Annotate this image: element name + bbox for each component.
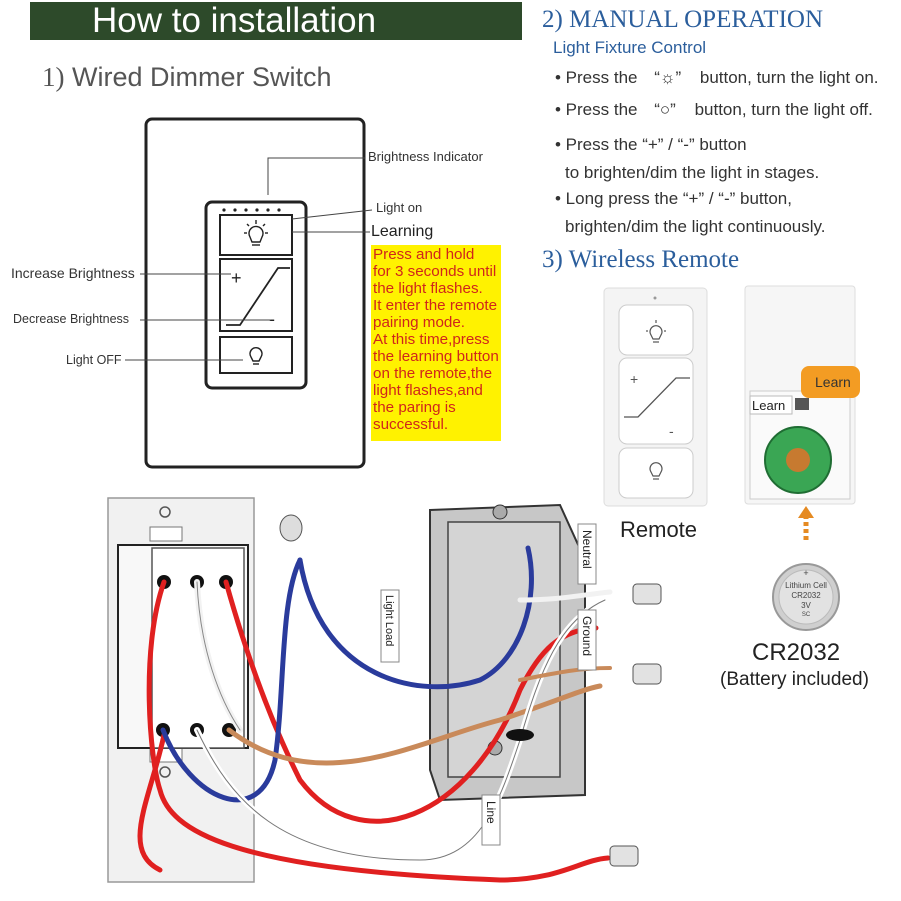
dimmer-rocker[interactable] xyxy=(219,258,293,332)
red-wire-load xyxy=(223,579,599,824)
note-line: At this time,press xyxy=(373,331,490,348)
light-on-icon xyxy=(244,220,268,246)
remote-minus: - xyxy=(669,423,674,439)
switch-leader-lines xyxy=(125,157,373,361)
dimmer-ramp-icon xyxy=(226,267,290,326)
note-line: successful. xyxy=(373,416,449,433)
bullet-text: • Press the xyxy=(555,68,638,87)
remote-caption: Remote xyxy=(620,517,697,542)
learning-note: Press and hold for 3 seconds until the l… xyxy=(371,245,501,441)
ground-wire xyxy=(226,683,603,766)
brightness-indicator-dots xyxy=(222,208,281,212)
bullet-light-off: • Press the “○” button, turn the light o… xyxy=(555,100,873,120)
remote-off-button[interactable] xyxy=(618,447,694,499)
bullet-text: button, turn the light on. xyxy=(699,68,879,87)
note-line: on the remote,the xyxy=(373,365,493,382)
note-line: It enter the remote xyxy=(373,297,498,314)
cell-text-3: 3V xyxy=(801,601,811,610)
note-line: the paring is xyxy=(373,399,456,416)
cell-text-2: CR2032 xyxy=(791,591,821,600)
coin-cell-face xyxy=(778,569,834,625)
decrease-brightness-label: Decrease Brightness xyxy=(13,312,129,326)
section2-subtitle: Light Fixture Control xyxy=(553,38,707,57)
wires xyxy=(137,545,613,883)
light-load-label: Light Load xyxy=(383,595,395,646)
bullet-stages: • Press the “+” / “-” button to brighten… xyxy=(555,135,819,183)
increase-brightness-label: Increase Brightness xyxy=(11,265,135,281)
remote-sun-icon xyxy=(646,320,666,343)
light-off-button[interactable] xyxy=(219,336,293,374)
battery-note: (Battery included) xyxy=(720,669,869,690)
learn-button[interactable] xyxy=(749,395,793,415)
note-line: for 3 seconds until xyxy=(373,263,497,280)
learn-button-key xyxy=(795,398,809,410)
insert-arrow-head xyxy=(798,506,814,518)
remote-on-button[interactable] xyxy=(618,304,694,356)
bulb-icon: “○” xyxy=(654,100,676,119)
decrease-symbol: - xyxy=(269,309,275,329)
cell-text-1: Lithium Cell xyxy=(785,581,827,590)
svg-text:+: + xyxy=(803,568,808,578)
bullet-continuous: • Long press the “+” / “-” button, brigh… xyxy=(555,189,826,237)
bullet-text: • Press the xyxy=(555,100,638,119)
section2-heading: 2) MANUAL OPERATION xyxy=(542,6,824,33)
section1-title: Wired Dimmer Switch xyxy=(72,62,332,92)
remote-bulb-icon xyxy=(649,462,663,480)
bullet-text: button, turn the light off. xyxy=(694,100,873,119)
blue-wire-light-load xyxy=(160,557,303,803)
battery-name: CR2032 xyxy=(752,639,840,666)
note-line: Press and hold xyxy=(373,246,475,263)
wire-labels: Light Load Neutral Ground Line xyxy=(380,523,597,846)
note-line: the light flashes. xyxy=(373,280,483,297)
increase-symbol: + xyxy=(231,268,242,288)
learn-button-text: Learn xyxy=(752,398,785,413)
note-line: pairing mode. xyxy=(373,314,466,331)
remote-ramp-icon xyxy=(624,377,690,418)
neutral-label: Neutral xyxy=(580,530,594,569)
bullet-line: to brighten/dim the light in stages. xyxy=(565,163,820,182)
install-banner: How to installation xyxy=(30,2,522,40)
ground-label: Ground xyxy=(580,616,594,656)
wire-nuts xyxy=(279,514,662,867)
note-line: the learning button xyxy=(373,348,499,365)
section1-heading: 1) Wired Dimmer Switch xyxy=(42,62,332,93)
bullet-line: • Long press the “+” / “-” button, xyxy=(555,189,792,208)
bullet-line: brighten/dim the light continuously. xyxy=(565,217,826,236)
bullet-light-on: • Press the “☼” button, turn the light o… xyxy=(555,68,879,88)
light-off-icon xyxy=(249,347,263,365)
section1-number: 1) xyxy=(42,62,65,92)
red-wire-to-line xyxy=(146,579,611,883)
wall-box-inner xyxy=(447,521,561,778)
learning-label: Learning xyxy=(371,223,433,240)
sun-icon: “☼” xyxy=(654,68,682,87)
note-line: light flashes,and xyxy=(373,382,483,399)
section3-heading: 3) Wireless Remote xyxy=(542,246,740,273)
bullet-line: • Press the “+” / “-” button xyxy=(555,135,747,154)
line-label: Line xyxy=(484,801,498,824)
learn-tag xyxy=(801,366,860,398)
cell-text-4: SC xyxy=(802,612,811,618)
banner-title: How to installation xyxy=(92,1,377,40)
light-off-label: Light OFF xyxy=(66,353,122,367)
battery-contact xyxy=(786,448,810,472)
learn-tag-text: Learn xyxy=(815,374,851,390)
light-on-label: Light on xyxy=(376,200,422,215)
remote-plus: + xyxy=(630,371,638,387)
brightness-indicator-label: Brightness Indicator xyxy=(368,149,484,164)
